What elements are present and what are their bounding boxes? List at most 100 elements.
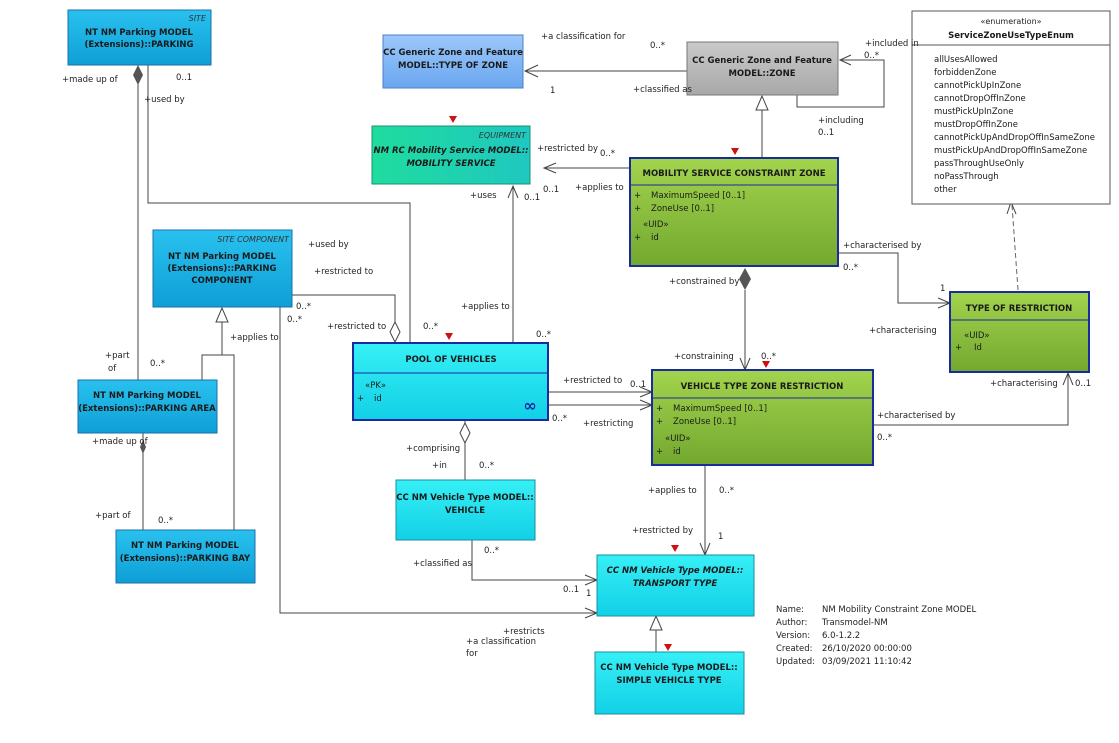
multiplicity-label: 0..* bbox=[536, 330, 551, 340]
multiplicity-label: 1 bbox=[718, 532, 723, 542]
box-title: TRANSPORT TYPE bbox=[633, 579, 718, 589]
role-label: +restricted by bbox=[537, 144, 598, 154]
multiplicity-label: 0..* bbox=[296, 302, 311, 312]
meta-author-value: Transmodel-NM bbox=[821, 618, 888, 628]
multiplicity-label: 0..1 bbox=[176, 73, 192, 83]
parking-component-box[interactable]: SITE COMPONENT NT NM Parking MODEL (Exte… bbox=[152, 229, 293, 308]
aggregation-diamond-icon bbox=[459, 421, 471, 445]
role-label: +restricted to bbox=[314, 267, 373, 277]
enum-box[interactable]: «enumeration» ServiceZoneUseTypeEnum all… bbox=[911, 10, 1111, 205]
msc-zone-box[interactable]: MOBILITY SERVICE CONSTRAINT ZONE + Maxim… bbox=[629, 148, 839, 267]
enum-value: allUsesAllowed bbox=[934, 55, 998, 65]
enum-value: cannotPickUpAndDropOffInSameZone bbox=[934, 133, 1095, 143]
uid-stereotype: «UID» bbox=[665, 434, 691, 444]
arrow-head-icon bbox=[507, 184, 519, 199]
enum-value: mustPickUpAndDropOffInSameZone bbox=[934, 146, 1087, 156]
multiplicity-label: 0..1 bbox=[630, 380, 646, 390]
pc-tt-line bbox=[279, 307, 597, 614]
meta-updated-value: 03/09/2021 11:10:42 bbox=[822, 657, 912, 667]
role-label: +used by bbox=[308, 240, 349, 250]
enum-value: cannotPickUpInZone bbox=[934, 81, 1021, 91]
parking-area-box[interactable]: NT NM Parking MODEL (Extensions)::PARKIN… bbox=[77, 379, 218, 434]
enum-values: allUsesAllowedforbiddenZonecannotPickUpI… bbox=[934, 55, 1095, 195]
role-label: +a classification for bbox=[541, 32, 626, 42]
box-title: VEHICLE bbox=[445, 506, 485, 516]
parking-box[interactable]: SITE NT NM Parking MODEL (Extensions)::P… bbox=[67, 9, 212, 66]
stereotype-label: «enumeration» bbox=[980, 17, 1041, 26]
transport-type-box[interactable]: CC NM Vehicle Type MODEL:: TRANSPORT TYP… bbox=[596, 545, 755, 617]
role-label: +made up of bbox=[92, 437, 149, 447]
box-title: MODEL::ZONE bbox=[728, 69, 795, 79]
zone-box[interactable]: CC Generic Zone and Feature MODEL::ZONE bbox=[686, 41, 839, 96]
enum-value: noPassThrough bbox=[934, 172, 999, 182]
multiplicity-label: 0..1 bbox=[1075, 379, 1091, 389]
box-title: SIMPLE VEHICLE TYPE bbox=[616, 676, 721, 686]
multiplicity-label: 0..1 bbox=[524, 193, 540, 203]
role-label: +part of bbox=[95, 511, 131, 521]
attr-id: Id bbox=[974, 343, 982, 353]
parking-pool-line bbox=[147, 65, 411, 342]
vehicle-tt-line bbox=[471, 540, 597, 581]
vtzr-box[interactable]: VEHICLE TYPE ZONE RESTRICTION + MaximumS… bbox=[651, 361, 874, 466]
attr-zoneuse: ZoneUse [0..1] bbox=[673, 417, 736, 427]
role-label: +including bbox=[818, 116, 864, 126]
role-label: +characterising bbox=[869, 326, 937, 336]
simple-vehicle-type-box[interactable]: CC NM Vehicle Type MODEL:: SIMPLE VEHICL… bbox=[594, 644, 745, 715]
attr-visibility: + bbox=[634, 233, 641, 243]
multiplicity-label: 1 bbox=[586, 589, 591, 599]
enum-value: other bbox=[934, 185, 957, 195]
mobility-service-box[interactable]: EQUIPMENT NM RC Mobility Service MODEL::… bbox=[371, 116, 531, 185]
multiplicity-label: 0..* bbox=[761, 352, 776, 362]
type-of-restriction-box[interactable]: TYPE OF RESTRICTION «UID» + Id bbox=[949, 291, 1090, 373]
role-label: +characterised by bbox=[843, 241, 921, 251]
box-title: COMPONENT bbox=[191, 276, 252, 286]
vehicle-box[interactable]: CC NM Vehicle Type MODEL:: VEHICLE bbox=[395, 479, 536, 541]
parking-bay-box[interactable]: NT NM Parking MODEL (Extensions)::PARKIN… bbox=[115, 529, 256, 584]
box-title: MOBILITY SERVICE CONSTRAINT ZONE bbox=[643, 169, 826, 179]
meta-version-value: 6.0-1.2.2 bbox=[822, 631, 860, 641]
role-label: +restricted to bbox=[327, 322, 386, 332]
role-label: +applies to bbox=[648, 486, 697, 496]
meta-created-label: Created: bbox=[776, 644, 813, 654]
connectors bbox=[133, 54, 1074, 652]
uid-stereotype: «UID» bbox=[964, 331, 990, 341]
role-label: +applies to bbox=[230, 333, 279, 343]
red-triangle-icon bbox=[664, 644, 672, 651]
box-title: (Extensions)::PARKING bbox=[84, 40, 193, 50]
box-title: NM RC Mobility Service MODEL:: bbox=[373, 146, 528, 156]
uid-stereotype: «UID» bbox=[643, 220, 669, 230]
multiplicity-label: 0..* bbox=[843, 263, 858, 273]
multiplicity-label: 0..* bbox=[552, 414, 567, 424]
attr-visibility: + bbox=[656, 447, 663, 457]
multiplicity-label: 1 bbox=[940, 284, 945, 294]
role-label: +comprising bbox=[406, 444, 460, 454]
multiplicity-label: 0..1 bbox=[818, 128, 834, 138]
role-label: +used by bbox=[144, 95, 185, 105]
enum-value: passThroughUseOnly bbox=[934, 159, 1024, 169]
box-title: CC NM Vehicle Type MODEL:: bbox=[396, 493, 533, 503]
red-triangle-icon bbox=[449, 116, 457, 123]
multiplicity-label: 0..* bbox=[650, 41, 665, 51]
multiplicity-label: 0..1 bbox=[563, 585, 579, 595]
box-title: (Extensions)::PARKING AREA bbox=[78, 404, 216, 414]
role-label: +restricted to bbox=[563, 376, 622, 386]
multiplicity-label: 0..* bbox=[600, 149, 615, 159]
multiplicity-label: 0..* bbox=[877, 433, 892, 443]
arrow-head-icon bbox=[523, 64, 539, 78]
msc-tor-line bbox=[838, 252, 950, 304]
pool-of-vehicles-box[interactable]: POOL OF VEHICLES «PK» + id ∞ bbox=[352, 333, 549, 421]
association-labels: +made up of 0..1 +used by +a classificat… bbox=[62, 32, 1091, 659]
role-label: +restricting bbox=[583, 419, 633, 429]
composition-diamond-icon bbox=[140, 440, 146, 454]
generalization-triangle-icon bbox=[755, 94, 769, 111]
role-label: for bbox=[466, 649, 478, 659]
infinity-icon: ∞ bbox=[523, 396, 536, 415]
box-title: MOBILITY SERVICE bbox=[406, 159, 495, 169]
role-label: +in bbox=[432, 461, 447, 471]
type-of-zone-box[interactable]: CC Generic Zone and Feature MODEL::TYPE … bbox=[382, 34, 524, 89]
box-title: ServiceZoneUseTypeEnum bbox=[948, 31, 1074, 41]
multiplicity-label: 0..* bbox=[719, 486, 734, 496]
box-title: (Extensions)::PARKING BAY bbox=[120, 554, 251, 564]
role-label: +classified as bbox=[633, 85, 692, 95]
meta-name-label: Name: bbox=[776, 605, 804, 615]
